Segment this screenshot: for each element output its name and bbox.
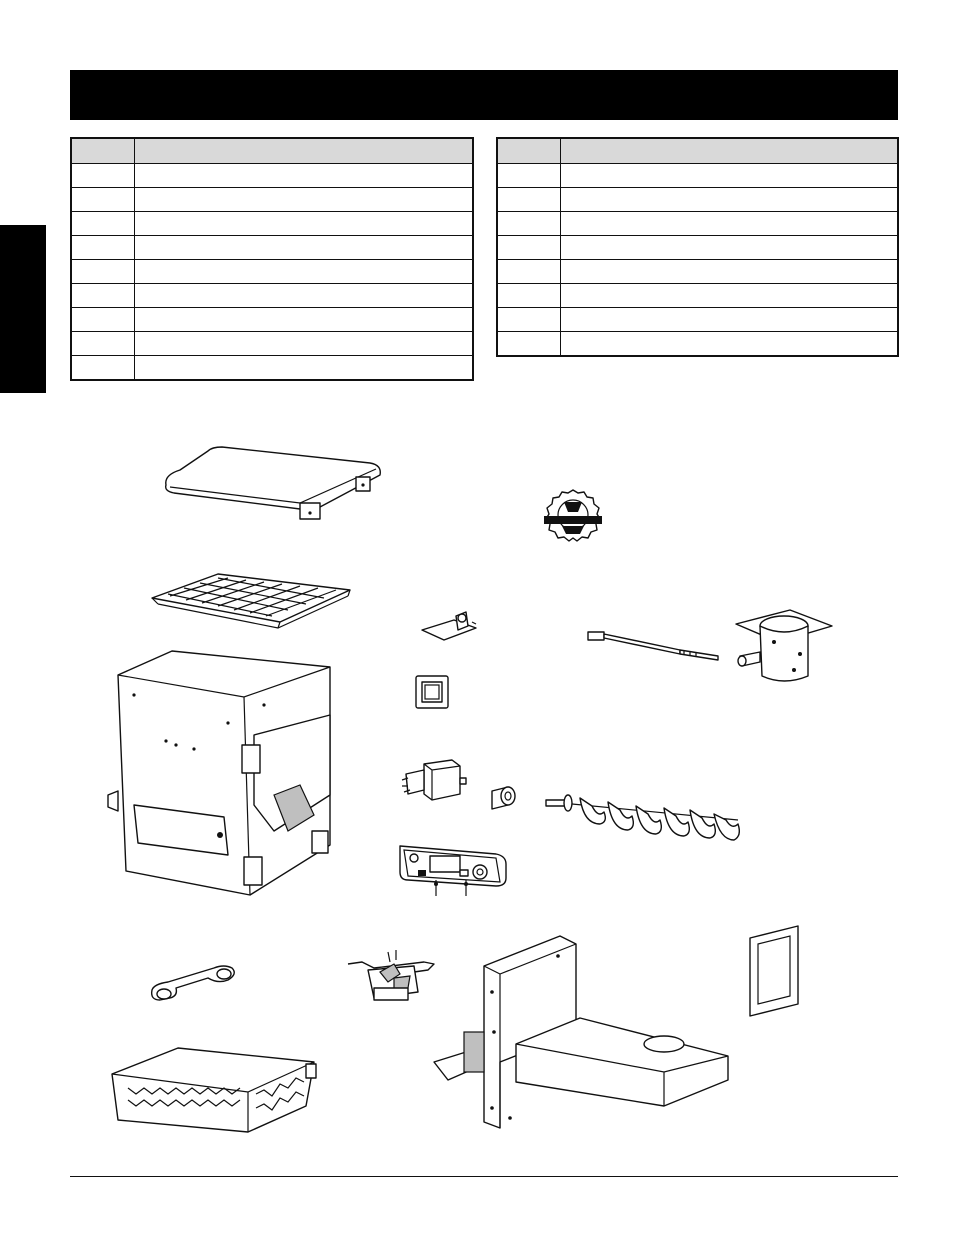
table-row [70,331,474,356]
table-row [70,163,474,188]
cell-description [134,307,474,332]
table-header-row [70,137,474,164]
hopper-grate-drawing [151,573,351,629]
table-row [496,307,899,332]
cell-description [560,259,899,284]
hopper-body-drawing [107,650,331,896]
cell-description [134,355,474,381]
cell-number [70,283,135,308]
cell-number [70,187,135,212]
footer-rule [70,1176,898,1177]
hopper-lid-drawing [164,446,381,520]
cell-number [70,259,135,284]
cell-description [134,283,474,308]
cell-description [560,211,899,236]
table-row [70,259,474,284]
header-description [134,137,474,164]
igniter-drawing [587,631,719,661]
cell-description [134,331,474,356]
table-row [70,307,474,332]
table-row [496,331,899,357]
cell-number [496,307,561,332]
logo-badge-drawing [544,489,602,542]
cell-description [560,187,899,212]
cell-number [496,187,561,212]
table-row [496,235,899,260]
parts-table-left [70,137,474,381]
cell-number [496,331,561,357]
auger-drawing [545,794,741,841]
header-number [496,137,561,164]
switch-drawing [415,675,449,709]
handle-drawing [150,965,235,1001]
table-row [70,211,474,236]
cell-number [70,235,135,260]
bushing-drawing [491,786,516,810]
cell-description [560,235,899,260]
table-row [496,259,899,284]
table-row [496,187,899,212]
cell-number [496,235,561,260]
cell-description [134,163,474,188]
cell-description [560,331,899,357]
header-number [70,137,135,164]
table-row [496,211,899,236]
cell-description [560,307,899,332]
cell-number [70,355,135,381]
cell-number [496,163,561,188]
cell-number [70,211,135,236]
table-row [70,283,474,308]
table-row [70,355,474,381]
cell-description [560,163,899,188]
section-banner [70,70,898,120]
controller-drawing [399,845,507,896]
section-side-tab [0,225,46,393]
cell-number [496,259,561,284]
cell-number [70,163,135,188]
bracket-drawing [421,611,477,641]
auger-motor-drawing [401,759,467,801]
parts-table-right [496,137,899,357]
table-row [70,187,474,212]
cell-description [134,187,474,212]
gasket-drawing [749,925,799,1017]
table-row [70,235,474,260]
fire-pot-drawing [735,609,833,682]
table-header-row [496,137,899,164]
cell-number [70,331,135,356]
cell-number [496,211,561,236]
cell-description [134,235,474,260]
header-description [560,137,899,164]
cell-number [496,283,561,308]
cell-number [70,307,135,332]
table-row [496,283,899,308]
cell-description [134,259,474,284]
cell-description [134,211,474,236]
auger-tube-assembly-drawing [433,935,729,1129]
cell-description [560,283,899,308]
table-row [496,163,899,188]
fire-basket-drawing [111,1047,317,1133]
induction-fan-drawing [347,950,435,1001]
